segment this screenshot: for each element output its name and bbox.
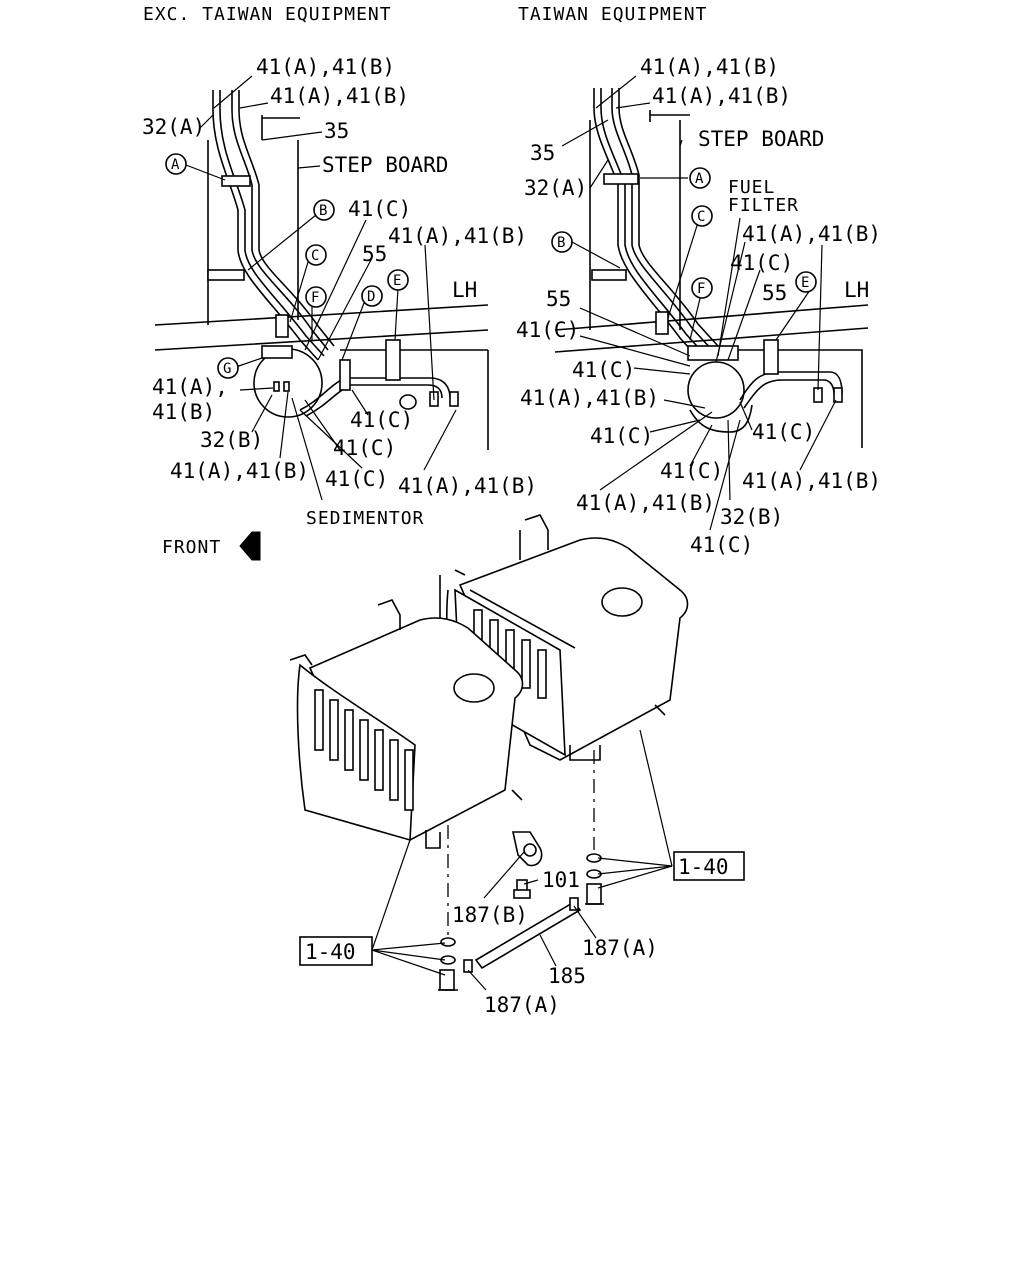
front-arrow-icon: [239, 531, 261, 561]
left-callout-b: B: [313, 199, 335, 221]
right-label-41c-left: 41(C): [516, 318, 579, 342]
svg-text:C: C: [311, 248, 319, 264]
svg-text:E: E: [801, 275, 809, 291]
left-label-41c-low: 41(C): [333, 436, 396, 460]
label-185: 185: [548, 964, 586, 988]
left-fuel-line-view: [154, 90, 489, 450]
tank-leader-lines: [371, 729, 673, 991]
left-label-41ab-bottom: 41(A),41(B): [170, 459, 309, 483]
right-label-32a: 32(A): [524, 176, 587, 200]
svg-text:B: B: [319, 203, 327, 219]
svg-text:A: A: [171, 157, 180, 173]
svg-text:E: E: [393, 273, 401, 289]
right-label-step-board: STEP BOARD: [698, 127, 824, 151]
right-callout-e: E: [795, 271, 817, 293]
svg-text:F: F: [311, 290, 319, 306]
right-label-41c-low: 41(C): [660, 459, 723, 483]
left-label-41c-top: 41(C): [348, 197, 411, 221]
right-callout-f: F: [691, 277, 713, 299]
front-fuel-tank: [289, 599, 524, 849]
left-callout-g: G: [217, 357, 239, 379]
svg-text:G: G: [223, 361, 231, 377]
left-label-41ab-second: 41(A),41(B): [270, 84, 409, 108]
right-label-35: 35: [530, 141, 555, 165]
label-187a-right: 187(A): [582, 936, 658, 960]
label-187a-left: 187(A): [484, 993, 560, 1017]
svg-text:C: C: [697, 209, 705, 225]
right-label-41c-mid-left: 41(C): [590, 424, 653, 448]
left-callout-e: E: [387, 269, 409, 291]
left-label-41ab-top: 41(A),41(B): [256, 55, 395, 79]
right-callouts: A C B F E: [551, 167, 817, 299]
ref-box-1-40-right: 1-40: [673, 851, 745, 881]
left-label-41c-mid: 41(C): [350, 408, 413, 432]
left-callout-d: D: [361, 285, 383, 307]
left-callouts: A B C F D E G: [165, 153, 409, 379]
right-label-32b: 32(B): [720, 505, 783, 529]
right-callout-c: C: [691, 205, 713, 227]
left-label-step-board: STEP BOARD: [322, 153, 448, 177]
right-label-41ab-second: 41(A),41(B): [652, 84, 791, 108]
right-label-41ab-left: 41(A),41(B): [520, 386, 659, 410]
left-callout-c: C: [305, 244, 327, 266]
left-leader-lines: [185, 75, 457, 501]
right-fuel-line-view: [554, 88, 869, 448]
left-label-41a-comma: 41(A),: [152, 375, 228, 399]
left-label-35: 35: [324, 119, 349, 143]
left-label-32a: 32(A): [142, 115, 205, 139]
svg-text:A: A: [695, 171, 704, 187]
left-callout-f: F: [305, 286, 327, 308]
right-label-41ab-lower-right: 41(A),41(B): [742, 469, 881, 493]
label-101: 101: [542, 868, 580, 892]
right-label-41c-top: 41(C): [730, 251, 793, 275]
header-taiwan: TAIWAN EQUIPMENT: [518, 4, 707, 25]
svg-text:D: D: [367, 289, 375, 305]
right-label-55-left: 55: [546, 287, 571, 311]
ref-box-1-40-left: 1-40: [299, 936, 373, 966]
right-label-fuel: FUEL: [728, 177, 775, 198]
left-callout-a: A: [165, 153, 187, 175]
left-label-sedimentor: SEDIMENTOR: [306, 508, 424, 529]
front-label: FRONT: [162, 537, 221, 558]
label-187b: 187(B): [452, 903, 528, 927]
right-callout-a: A: [689, 167, 711, 189]
svg-text:F: F: [697, 281, 705, 297]
right-label-41ab-right: 41(A),41(B): [742, 222, 881, 246]
left-label-41ab-right: 41(A),41(B): [388, 224, 527, 248]
right-label-lh: LH: [844, 278, 869, 302]
right-label-41c-mid-right: 41(C): [752, 420, 815, 444]
header-exc-taiwan: EXC. TAIWAN EQUIPMENT: [143, 4, 392, 25]
right-label-41c-bottom: 41(C): [690, 533, 753, 557]
right-callout-b: B: [551, 231, 573, 253]
right-label-filter: FILTER: [728, 195, 799, 216]
left-label-41b: 41(B): [152, 400, 215, 424]
svg-text:1-40: 1-40: [305, 940, 356, 964]
right-label-41ab-top: 41(A),41(B): [640, 55, 779, 79]
right-label-41c-left-lower: 41(C): [572, 358, 635, 382]
svg-text:B: B: [557, 235, 565, 251]
right-leader-lines: [561, 75, 837, 531]
left-label-lh: LH: [452, 278, 477, 302]
left-label-55: 55: [362, 242, 387, 266]
right-label-41ab-bottom: 41(A),41(B): [576, 491, 715, 515]
svg-text:1-40: 1-40: [678, 855, 729, 879]
left-label-41ab-lower-right: 41(A),41(B): [398, 474, 537, 498]
left-label-32b: 32(B): [200, 428, 263, 452]
left-label-41c-bottom: 41(C): [325, 467, 388, 491]
right-label-55-right: 55: [762, 281, 787, 305]
